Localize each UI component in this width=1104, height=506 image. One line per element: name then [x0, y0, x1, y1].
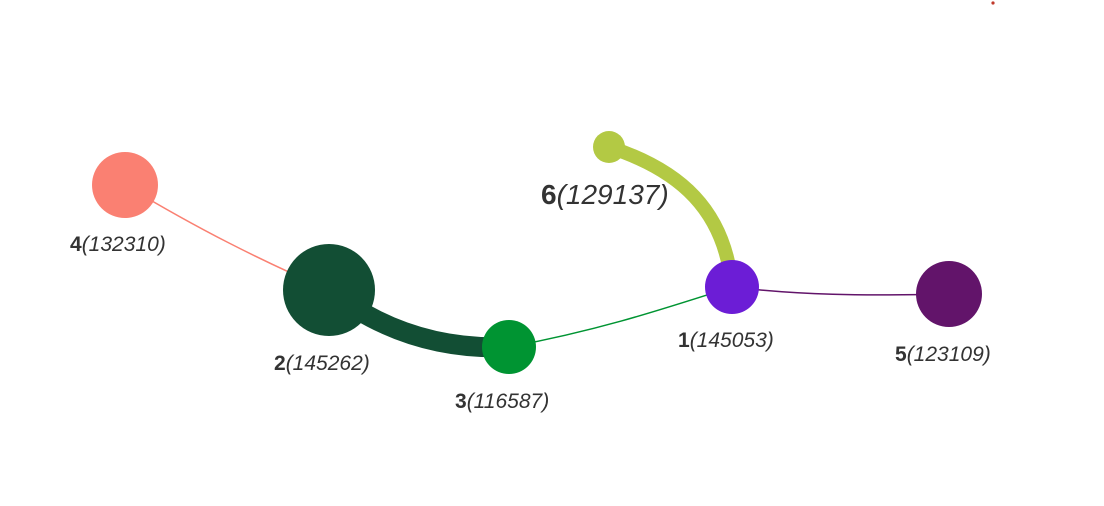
node-id-3: 3: [455, 390, 467, 413]
corner-marker: [991, 1, 995, 5]
node-value-6: (129137): [557, 179, 669, 210]
node-value-1: (145053): [690, 329, 774, 352]
node-value-3: (116587): [467, 390, 550, 413]
node-value-2: (145262): [286, 352, 370, 375]
edge-3-1: [508, 286, 733, 348]
edge-layer: [124, 140, 950, 358]
node-label-3: 3(116587): [455, 390, 549, 413]
node-layer: [92, 131, 982, 374]
node-id-1: 1: [678, 329, 690, 352]
node-4[interactable]: [92, 152, 158, 218]
node-6[interactable]: [593, 131, 625, 163]
node-label-4: 4(132310): [70, 233, 166, 256]
node-2[interactable]: [283, 244, 375, 336]
node-3[interactable]: [482, 320, 536, 374]
node-value-5: (123109): [907, 343, 991, 366]
node-label-5: 5(123109): [895, 343, 991, 366]
node-id-5: 5: [895, 343, 907, 366]
node-id-2: 2: [274, 352, 286, 375]
node-id-6: 6: [541, 179, 557, 210]
node-5[interactable]: [916, 261, 982, 327]
node-value-4: (132310): [82, 233, 166, 256]
node-1[interactable]: [705, 260, 759, 314]
node-label-2: 2(145262): [274, 352, 370, 375]
node-id-4: 4: [70, 233, 82, 256]
label-layer: 4(132310)2(145262)3(116587)1(145053)5(12…: [70, 179, 991, 413]
node-label-1: 1(145053): [678, 329, 774, 352]
node-label-6: 6(129137): [541, 179, 669, 210]
edge-6-1: [602, 140, 739, 294]
